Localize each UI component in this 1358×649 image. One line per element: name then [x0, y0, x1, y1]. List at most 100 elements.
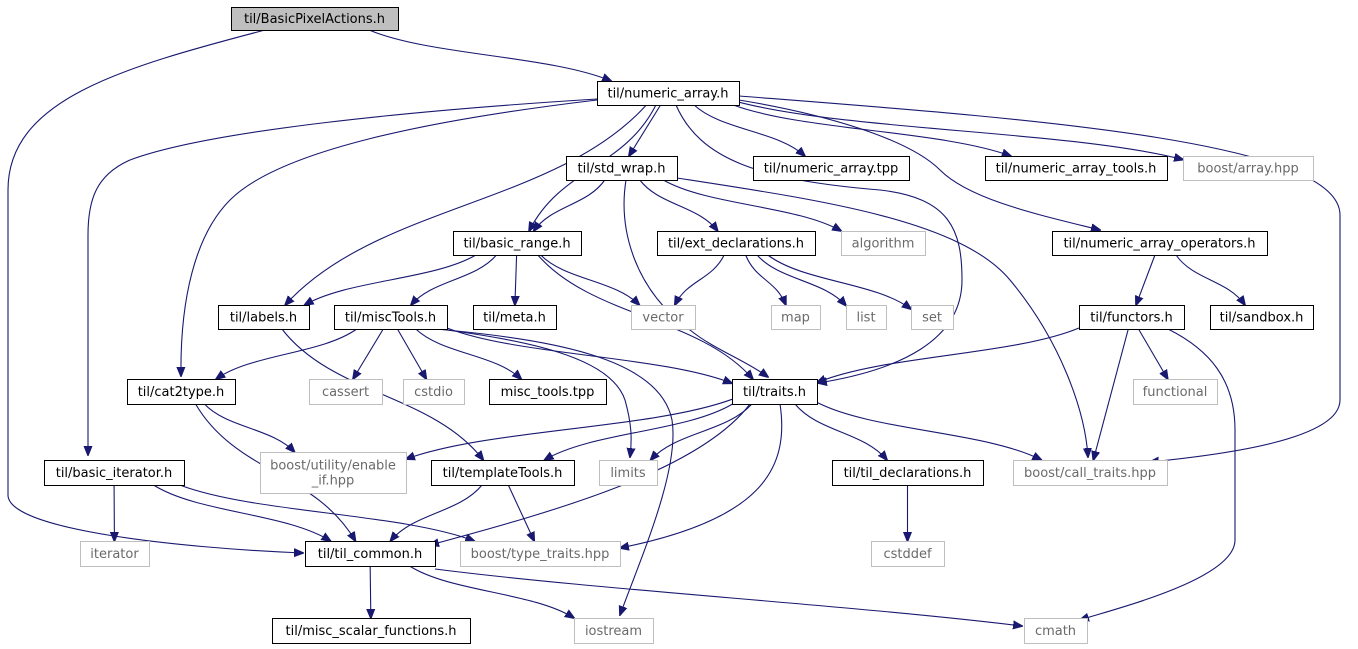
- node-cstddef[interactable]: cstddef: [871, 541, 945, 567]
- node-labels[interactable]: til/labels.h: [218, 305, 310, 330]
- node-basic-iterator[interactable]: til/basic_iterator.h: [44, 460, 185, 486]
- edge-std_wrap-to-ext_declarations: [639, 179, 718, 231]
- node-box: [1052, 231, 1268, 256]
- node-numeric-array[interactable]: til/numeric_array.h: [597, 81, 740, 106]
- node-box: [403, 379, 465, 405]
- node-label: cstddef: [883, 547, 932, 562]
- node-label: boost/call_traits.hpp: [1024, 466, 1156, 481]
- node-box: [489, 379, 607, 405]
- node-box: [985, 156, 1168, 181]
- node-box: [832, 460, 984, 486]
- node-box: [231, 7, 399, 31]
- edge-numeric_array-to-labels: [285, 104, 647, 305]
- node-box: [1024, 618, 1088, 644]
- node-cmath[interactable]: cmath: [1024, 618, 1088, 644]
- edge-numeric_array-to-call_traits: [738, 95, 1341, 462]
- node-numeric-array-operators[interactable]: til/numeric_array_operators.h: [1052, 231, 1268, 256]
- node-box: [80, 541, 150, 567]
- node-functors[interactable]: til/functors.h: [1079, 305, 1185, 330]
- node-sandbox[interactable]: til/sandbox.h: [1210, 305, 1314, 330]
- edge-numeric_array-to-traits: [675, 104, 963, 383]
- node-map[interactable]: map: [771, 305, 821, 330]
- node-functional[interactable]: functional: [1133, 379, 1218, 405]
- node-label: til/numeric_array_operators.h: [1063, 237, 1255, 252]
- node-label: algorithm: [852, 237, 915, 252]
- node-root[interactable]: til/BasicPixelActions.h: [231, 7, 399, 31]
- node-iostream[interactable]: iostream: [574, 618, 654, 644]
- node-label: cmath: [1035, 624, 1076, 639]
- node-label: til/meta.h: [483, 311, 546, 326]
- node-label: til/labels.h: [230, 311, 297, 326]
- edge-miscTools-to-iostream: [434, 328, 674, 615]
- node-label: cassert: [322, 385, 369, 400]
- node-algorithm[interactable]: algorithm: [841, 231, 926, 256]
- node-box: [1013, 460, 1168, 486]
- node-box: [566, 156, 678, 181]
- node-box: [460, 541, 621, 567]
- node-cassert[interactable]: cassert: [309, 379, 383, 405]
- edge-ext_declarations-to-list: [756, 254, 846, 306]
- node-limits[interactable]: limits: [599, 460, 658, 486]
- node-box: [1079, 305, 1185, 330]
- node-label: vector: [642, 311, 684, 326]
- node-label: set: [922, 311, 942, 326]
- node-misc-scalar[interactable]: til/misc_scalar_functions.h: [272, 618, 471, 644]
- node-iterator[interactable]: iterator: [80, 541, 150, 567]
- node-basic-range[interactable]: til/basic_range.h: [453, 231, 582, 256]
- edge-templateTools-to-til_common: [390, 484, 483, 541]
- node-label: til/basic_iterator.h: [56, 466, 173, 481]
- node-numeric-array-tpp[interactable]: til/numeric_array.tpp: [753, 156, 910, 181]
- edge-basic_range-to-labels: [305, 254, 477, 305]
- node-label: til/sandbox.h: [1220, 311, 1304, 326]
- node-box: [453, 231, 582, 256]
- edge-basic_iterator-to-type_traits: [179, 484, 475, 541]
- node-numeric-array-tools[interactable]: til/numeric_array_tools.h: [985, 156, 1168, 181]
- node-call-traits[interactable]: boost/call_traits.hpp: [1013, 460, 1168, 486]
- node-meta[interactable]: til/meta.h: [473, 305, 557, 330]
- node-label: iostream: [585, 624, 642, 639]
- node-miscTools[interactable]: til/miscTools.h: [334, 305, 448, 330]
- node-ext-declarations[interactable]: til/ext_declarations.h: [657, 231, 816, 256]
- edge-templateTools-to-type_traits: [507, 484, 534, 541]
- node-label: boost/array.hpp: [1197, 162, 1299, 177]
- node-label: til/numeric_array.tpp: [764, 162, 898, 177]
- node-label: boost/type_traits.hpp: [471, 547, 610, 562]
- node-til-common[interactable]: til/til_common.h: [305, 541, 436, 567]
- node-std-wrap[interactable]: til/std_wrap.h: [566, 156, 678, 181]
- edge-traits-to-limits: [651, 403, 753, 460]
- node-templateTools[interactable]: til/templateTools.h: [431, 460, 575, 486]
- node-cat2type[interactable]: til/cat2type.h: [127, 379, 236, 405]
- node-traits[interactable]: til/traits.h: [732, 379, 818, 405]
- node-box: [597, 81, 740, 106]
- node-type-traits[interactable]: boost/type_traits.hpp: [460, 541, 621, 567]
- edge-std_wrap-to-call_traits: [676, 177, 1088, 457]
- node-label: til/numeric_array.h: [607, 87, 728, 102]
- node-boost-array[interactable]: boost/array.hpp: [1183, 156, 1314, 181]
- node-cstdio[interactable]: cstdio: [403, 379, 465, 405]
- node-set[interactable]: set: [911, 305, 954, 330]
- node-box: [1133, 379, 1218, 405]
- node-vector[interactable]: vector: [631, 305, 696, 330]
- edge-traits-to-type_traits: [620, 403, 783, 548]
- node-box: [272, 618, 471, 644]
- edge-miscTools-to-cstdio: [396, 328, 426, 379]
- edge-miscTools-to-cassert: [353, 328, 384, 379]
- edge-functors-to-call_traits: [1093, 328, 1129, 460]
- edge-numeric_array-to-numeric_array_tpp: [693, 104, 805, 156]
- edge-ext_declarations-to-map: [745, 254, 786, 305]
- edge-basic_range-to-meta: [515, 254, 517, 305]
- node-enable-if[interactable]: boost/utility/enable_if.hpp: [260, 452, 407, 494]
- node-til-declarations[interactable]: til/til_declarations.h: [832, 460, 984, 486]
- edge-traits-to-call_traits: [816, 401, 1041, 460]
- node-box: [473, 305, 557, 330]
- edge-numeric_array-to-std_wrap: [629, 104, 662, 156]
- node-misc-tools-tpp[interactable]: misc_tools.tpp: [489, 379, 607, 405]
- node-label: til/til_common.h: [318, 547, 423, 562]
- node-label: iterator: [90, 547, 139, 562]
- node-box: [599, 460, 658, 486]
- edge-functors-to-cmath: [1080, 328, 1236, 620]
- node-label: til/functors.h: [1090, 311, 1172, 326]
- node-list[interactable]: list: [846, 305, 887, 330]
- edge-traits-to-til_declarations: [794, 403, 887, 460]
